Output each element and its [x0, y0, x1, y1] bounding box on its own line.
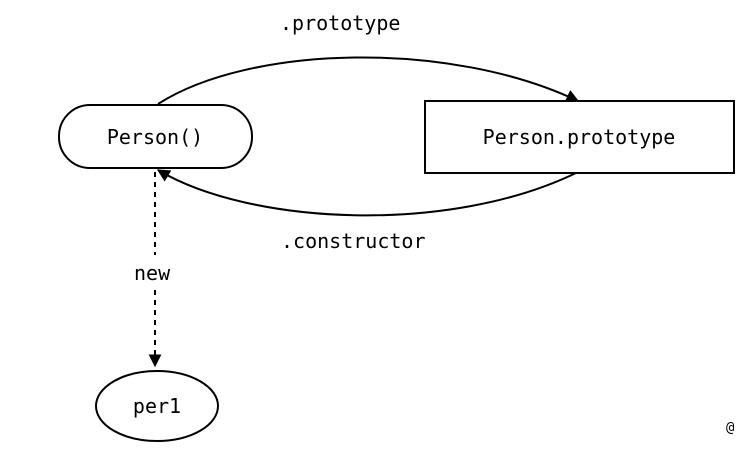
node-person-prototype-label: Person.prototype — [483, 125, 676, 149]
edge-new: new — [134, 172, 171, 368]
node-person-constructor: Person() — [58, 104, 253, 169]
node-person-prototype: Person.prototype — [424, 100, 735, 174]
node-per1: per1 — [95, 370, 219, 442]
edge-constructor-arrow — [156, 169, 579, 217]
node-person-prototype-shape — [424, 100, 735, 174]
edge-prototype: .prototype — [157, 11, 580, 105]
edge-prototype-arrow — [157, 56, 580, 105]
edge-constructor: .constructor — [156, 169, 579, 253]
watermark-at-icon: @ — [726, 420, 735, 436]
node-person-constructor-shape — [58, 104, 253, 169]
node-per1-label: per1 — [133, 394, 181, 418]
node-person-constructor-label: Person() — [107, 125, 203, 149]
node-per1-shape — [95, 370, 219, 442]
edge-new-label: new — [134, 261, 171, 285]
edge-constructor-label: .constructor — [281, 229, 426, 253]
edge-prototype-label: .prototype — [280, 11, 400, 35]
